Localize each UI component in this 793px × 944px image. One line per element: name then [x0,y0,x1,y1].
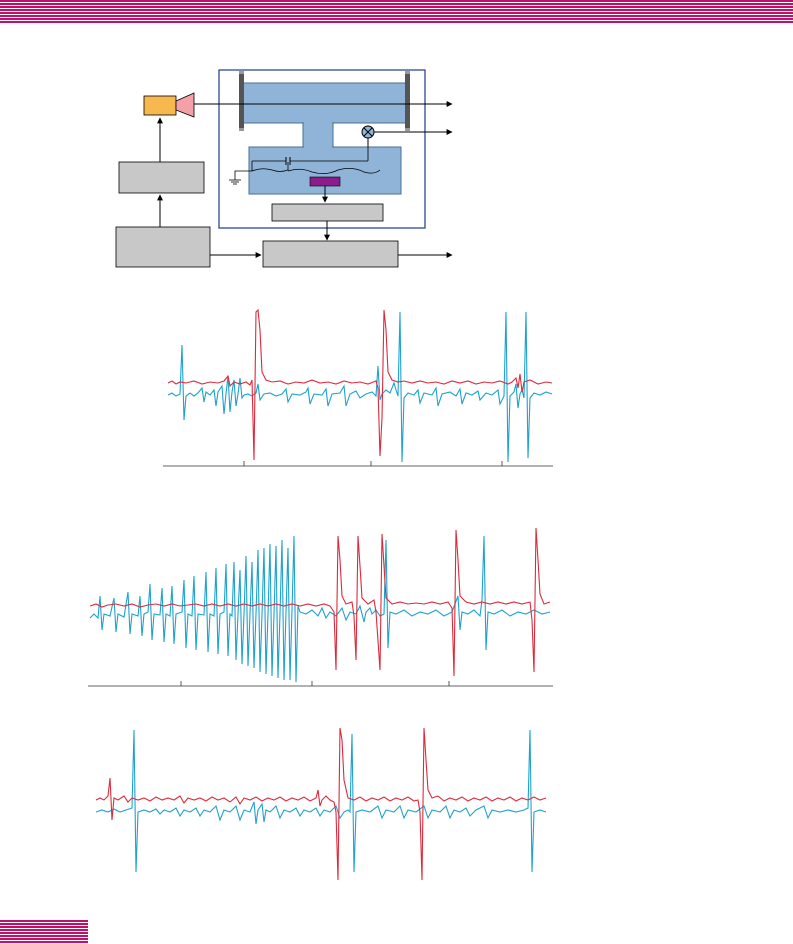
lower-box [115,226,211,268]
chamber-box [271,203,384,222]
upper-box [118,161,205,194]
lens-right [405,73,410,129]
panel-3-blue-trace [95,729,547,873]
panel-1-red-trace [167,308,553,461]
trace-panel-1 [163,308,553,467]
trace-panel-2 [88,527,553,687]
panel-3-red-trace [95,727,547,881]
block-diagram [115,69,453,268]
lens-left [239,73,244,129]
panel-2-red-trace [89,527,551,677]
panel-1-blue-trace [167,311,553,463]
sample-block [309,176,341,187]
horn-icon [175,92,195,118]
header-stripe-band [0,0,793,24]
center-box [262,240,399,268]
footer-stripe-corner [0,920,88,944]
panel-2-blue-trace [89,535,551,683]
chamber-frame [218,69,426,229]
source-block [143,95,177,116]
sensing-wire [287,168,381,174]
chamber-upper [241,82,409,124]
trace-panel-3 [95,727,547,881]
chamber-pipe [303,122,333,148]
